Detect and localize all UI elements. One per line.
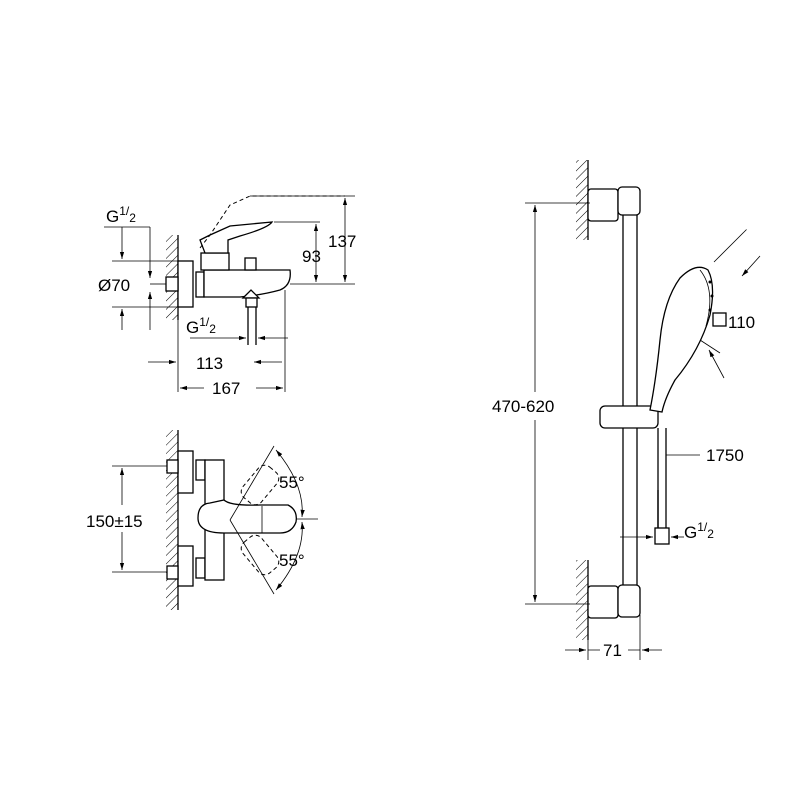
- wall-hatch: [166, 430, 178, 610]
- mixer-side-view: 93 137 G1/2 Ø70 G1/2 113 167: [98, 195, 356, 398]
- dim-113: 113: [196, 354, 223, 373]
- hand-shower: [649, 266, 714, 413]
- dim-diameter-70: Ø70: [98, 276, 130, 295]
- nut-top: [195, 459, 206, 481]
- dim-167: 167: [212, 379, 240, 398]
- lever-left-position: [240, 464, 280, 506]
- outlet-nipple: [245, 297, 258, 308]
- inlet-thread-label: G1/2: [106, 204, 136, 226]
- dim-93: 93: [302, 247, 321, 266]
- angle-down-label: 55°: [279, 551, 305, 570]
- shower-rail-set: 470-620 110 1750 G1/2 71: [492, 160, 761, 660]
- cartridge-housing: [200, 252, 230, 271]
- angle-up-label: 55°: [279, 473, 305, 492]
- dim-rail-height: 470-620: [492, 397, 554, 416]
- outlet-thread-label: G1/2: [186, 315, 216, 337]
- rail-cap-bottom: [617, 584, 641, 618]
- dim-137: 137: [328, 232, 356, 251]
- dim-center-distance: 150±15: [86, 512, 143, 531]
- rail-cap-top: [617, 186, 641, 216]
- bracket-top: [587, 188, 619, 222]
- escutcheon-bottom: [177, 545, 194, 587]
- fitting-top: [166, 459, 179, 474]
- lever: [199, 221, 274, 254]
- mixer-front-view: 55° 55° 150±15: [86, 430, 318, 610]
- hose-connector: [654, 527, 670, 545]
- diverter-knob: [244, 257, 257, 271]
- nut-bottom: [195, 557, 206, 579]
- inlet-fitting: [165, 276, 179, 292]
- wall-escutcheon: [177, 260, 194, 308]
- square-size-icon: [712, 312, 727, 327]
- hose-thread-label: G1/2: [684, 520, 714, 542]
- dim-hose-length: 1750: [706, 446, 744, 465]
- slider: [599, 405, 659, 429]
- fitting-bottom: [166, 565, 179, 580]
- dim-wall-distance: 71: [603, 641, 622, 660]
- nut: [195, 271, 205, 298]
- lever: [197, 499, 297, 534]
- dim-head-size: 110: [728, 313, 755, 332]
- bracket-bottom: [587, 585, 619, 619]
- lever-right-position: [240, 534, 280, 576]
- slide-rail: [622, 189, 638, 606]
- escutcheon-top: [177, 450, 194, 494]
